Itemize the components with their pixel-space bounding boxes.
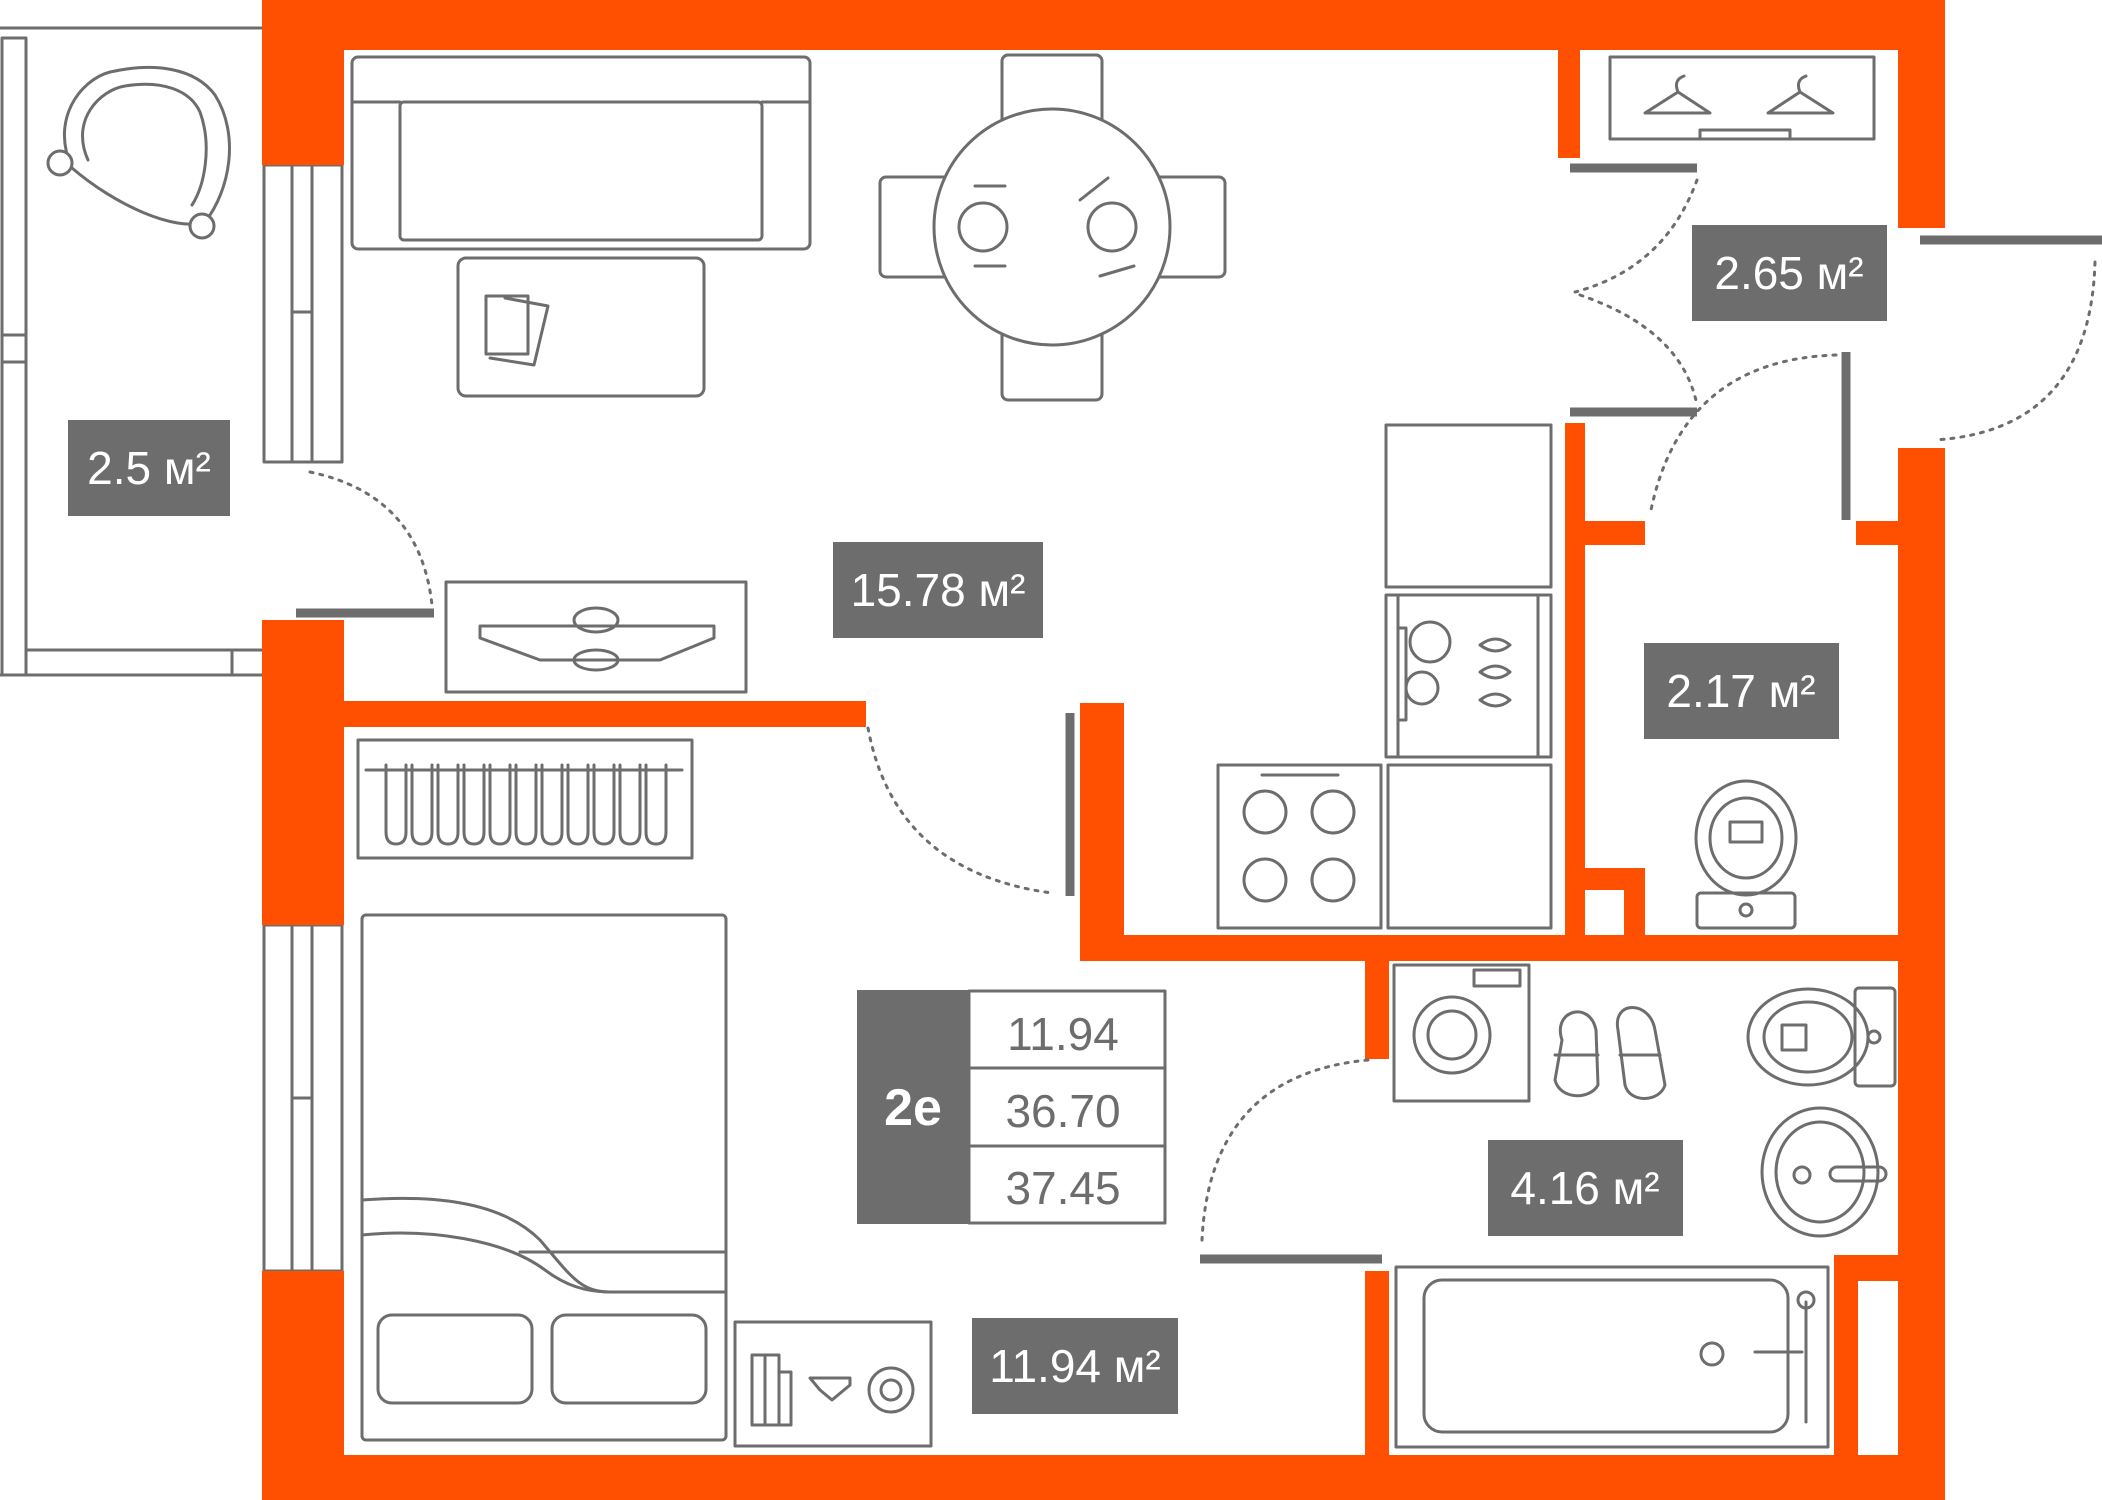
window-icon bbox=[262, 923, 344, 1273]
door-icon bbox=[1570, 293, 1699, 417]
door-icon bbox=[296, 470, 434, 618]
dining-table-icon bbox=[878, 53, 1227, 402]
area-label-living-kitchen: 15.78 м² bbox=[833, 542, 1043, 638]
radiator-icon bbox=[356, 738, 694, 860]
desk-icon bbox=[733, 1320, 933, 1448]
washing-machine-icon bbox=[1392, 963, 1531, 1103]
toilet-icon bbox=[1694, 779, 1798, 930]
door-icon bbox=[1200, 1058, 1382, 1264]
area-label-balcony: 2.5 м² bbox=[68, 420, 230, 516]
area-label-toilet: 2.17 м² bbox=[1644, 643, 1839, 739]
tv-stand-icon bbox=[444, 580, 748, 694]
stove-icon bbox=[1216, 763, 1383, 930]
bed-icon bbox=[360, 913, 728, 1442]
total-area-with-balcony-value: 37.45 bbox=[1005, 1162, 1120, 1214]
area-text: 11.94 м² bbox=[989, 1340, 1160, 1392]
area-text: 2.5 м² bbox=[87, 442, 211, 494]
sofa-icon bbox=[350, 55, 812, 251]
apartment-summary: 2е 11.94 36.70 37.45 bbox=[857, 989, 1167, 1225]
area-text: 2.17 м² bbox=[1666, 665, 1815, 717]
bathtub-icon bbox=[1394, 1265, 1830, 1449]
living-area-value: 11.94 bbox=[1007, 1008, 1119, 1060]
armchair-icon bbox=[46, 65, 231, 240]
area-text: 2.65 м² bbox=[1714, 247, 1863, 299]
window-icon bbox=[262, 163, 344, 464]
walls bbox=[262, 0, 1945, 1500]
area-label-hallway: 2.65 м² bbox=[1692, 225, 1887, 321]
area-text: 15.78 м² bbox=[851, 564, 1026, 616]
total-area-value: 36.70 bbox=[1005, 1085, 1120, 1137]
apartment-code: 2е bbox=[884, 1079, 942, 1137]
sink-icon bbox=[1760, 1106, 1888, 1238]
wardrobe-icon bbox=[1608, 55, 1876, 141]
fridge-icon bbox=[1384, 423, 1553, 589]
area-text: 4.16 м² bbox=[1510, 1162, 1659, 1214]
kitchen-counter bbox=[1386, 763, 1553, 930]
dishwasher-icon bbox=[1384, 593, 1553, 759]
coffee-table-icon bbox=[456, 256, 706, 398]
door-icon bbox=[1648, 352, 1851, 520]
door-icon bbox=[1920, 235, 2102, 442]
door-icon bbox=[866, 713, 1075, 896]
balcony-frame bbox=[0, 26, 264, 677]
slippers-icon bbox=[1553, 1006, 1667, 1100]
area-label-bathroom: 4.16 м² bbox=[1488, 1140, 1683, 1236]
door-icon bbox=[1570, 163, 1699, 294]
area-label-bedroom: 11.94 м² bbox=[972, 1318, 1178, 1414]
toilet-icon bbox=[1746, 986, 1897, 1088]
